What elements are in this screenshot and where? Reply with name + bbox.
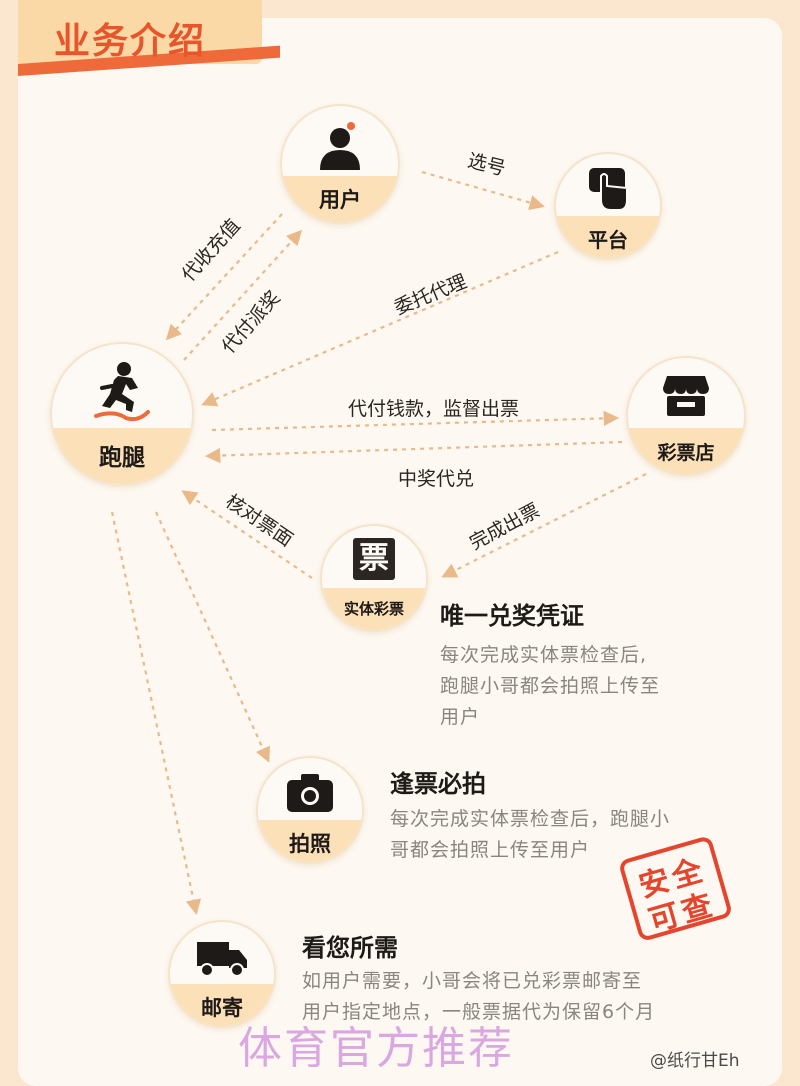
node-runner-label: 跑腿	[99, 445, 145, 471]
node-shop-label: 彩票店	[657, 442, 715, 464]
arrow-runner-to-photo	[154, 511, 270, 763]
watermark-text: 体育官方推荐	[238, 1023, 514, 1074]
edge-label-pay: 代付钱款，监督出票	[348, 398, 520, 420]
node-ticket-label: 实体彩票	[343, 600, 404, 618]
truck-icon	[197, 942, 247, 977]
arrow-ticket-to-runner	[181, 490, 313, 579]
section-2-desc: 每次完成实体票检查后，跑腿小 哥都会拍照上传至用户	[390, 808, 671, 861]
node-platform: 平台	[554, 152, 662, 260]
section-3-title: 看您所需	[302, 934, 398, 962]
title-tab: 业务介绍	[18, 0, 280, 80]
ticket-icon: 票	[353, 538, 395, 580]
node-platform-label: 平台	[588, 228, 628, 252]
section-1-title: 唯一兑奖凭证	[440, 602, 584, 630]
arrow-platform-to-runner	[201, 250, 559, 407]
node-user-label: 用户	[319, 188, 361, 212]
section-2-title: 逢票必拍	[390, 770, 486, 798]
section-3-desc: 如用户需要，小哥会将已兑彩票邮寄至 用户指定地点，一般票据代为保留6个月	[302, 970, 656, 1023]
arrow-runner-to-user	[183, 229, 303, 361]
node-mail: 邮寄	[168, 920, 276, 1028]
node-user: 用户	[280, 104, 400, 224]
arrow-shop-to-ticket	[441, 473, 647, 578]
edge-label-redeem: 中奖代兑	[398, 468, 475, 490]
node-shop: 彩票店	[626, 356, 746, 476]
section-1-desc: 每次完成实体票检查后, 跑腿小哥都会拍照上传至 用户	[440, 644, 661, 728]
touch-icon	[589, 168, 628, 211]
arrow-runner-to-shop	[211, 410, 620, 432]
page-title: 业务介绍	[54, 21, 207, 62]
arrow-shop-to-runner	[204, 440, 623, 464]
arrow-user-to-runner	[165, 213, 283, 341]
node-mail-label: 邮寄	[201, 996, 243, 1020]
node-ticket: 票 实体彩票	[320, 524, 428, 632]
node-photo: 拍照	[256, 756, 364, 864]
node-runner: 跑腿	[50, 342, 194, 486]
node-photo-label: 拍照	[289, 832, 331, 856]
runner-icon	[94, 362, 150, 422]
user-icon	[320, 122, 360, 170]
author-handle: @纸行甘Eh	[650, 1051, 740, 1071]
store-icon	[663, 376, 709, 416]
arrow-user-to-platform	[421, 170, 545, 211]
camera-icon	[287, 774, 333, 812]
